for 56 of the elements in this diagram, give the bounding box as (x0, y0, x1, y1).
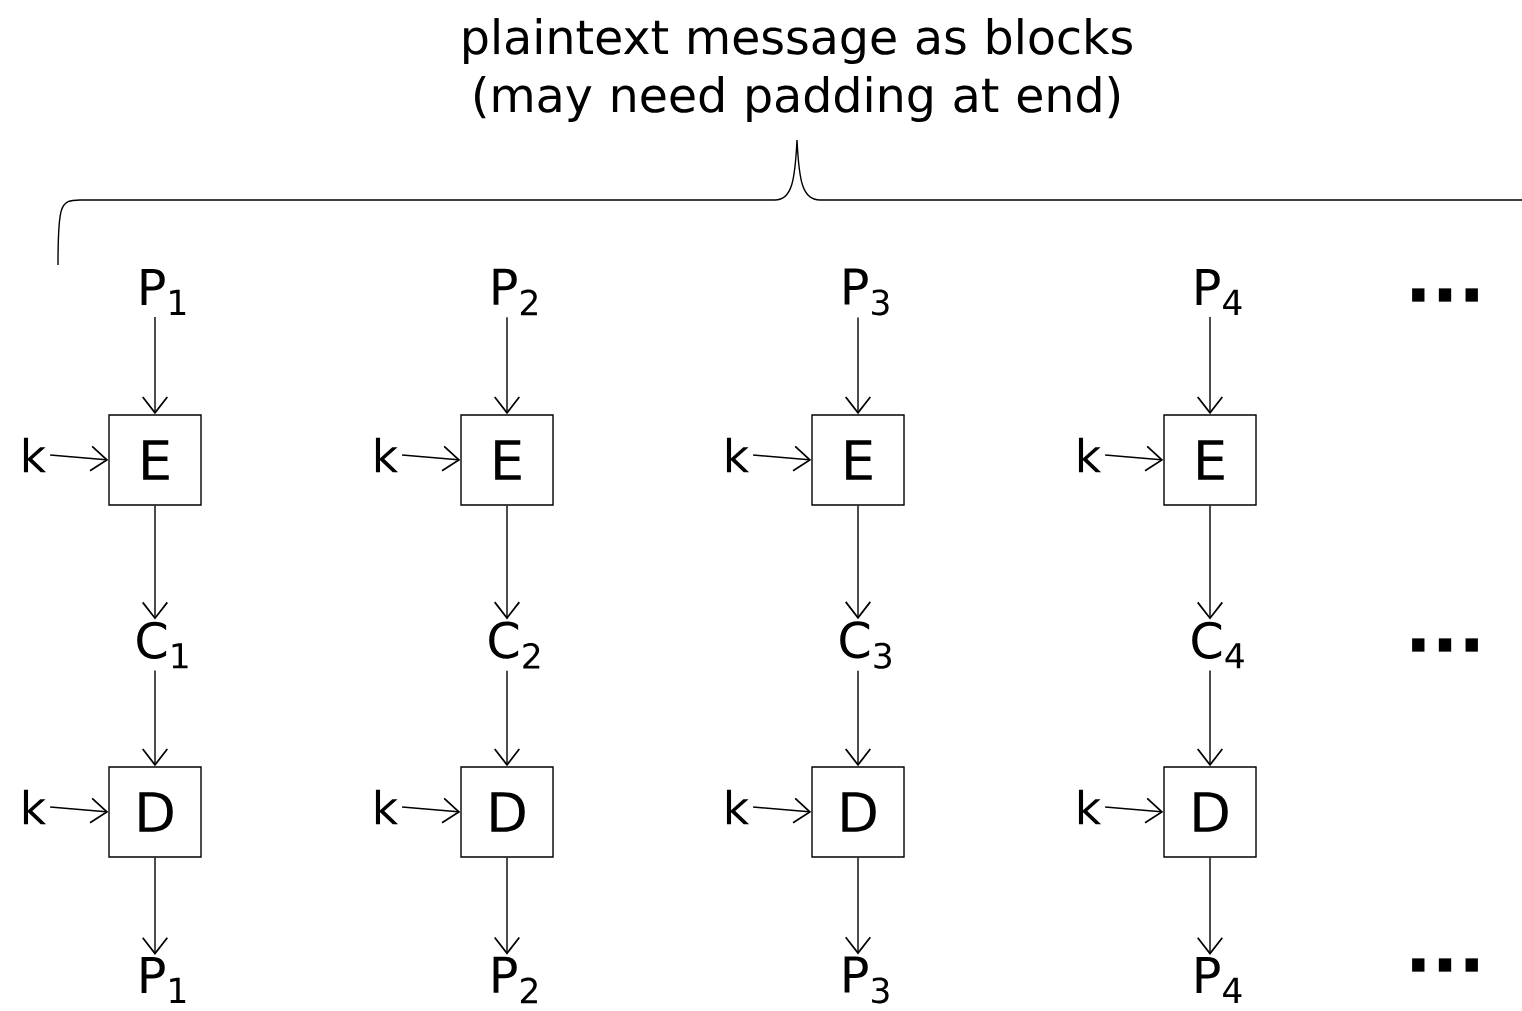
ellipsis: ... (1412, 958, 1478, 972)
block-symbol: P$_{1}$ (141, 269, 186, 315)
cipher-box: E (460, 414, 554, 506)
cipher-box: E (1163, 414, 1257, 506)
block-symbol: P$_{2}$ (493, 268, 537, 316)
arrow (1104, 797, 1164, 824)
cipher-box: D (460, 766, 554, 858)
arrow (752, 445, 812, 472)
cipher-box: D (1163, 766, 1257, 858)
arrow (141, 857, 169, 955)
block-symbol: P$_{2}$ (493, 956, 537, 1004)
cipher-box: E (108, 414, 202, 506)
block-symbol: P$_{3}$ (844, 956, 889, 1004)
arrow (1104, 445, 1164, 472)
arrow (493, 669, 521, 767)
arrow (844, 505, 872, 620)
block-symbol: P$_{4}$ (1196, 269, 1242, 315)
cipher-box: D (108, 766, 202, 858)
key-label: k (23, 789, 47, 825)
arrow (141, 316, 169, 415)
cipher-box: E (811, 414, 905, 506)
cipher-box: D (811, 766, 905, 858)
title: plaintext message as blocks (may need padding at end) (464, 18, 1132, 122)
arrow (493, 316, 521, 415)
block-symbol: C$_{2}$ (489, 621, 540, 669)
ellipsis: ... (1412, 638, 1478, 652)
arrow (1196, 857, 1224, 955)
key-label: k (726, 437, 750, 473)
arrow (844, 316, 872, 415)
arrow (1196, 669, 1224, 767)
ellipsis: ... (1412, 288, 1478, 302)
block-symbol: P$_{4}$ (1196, 957, 1242, 1003)
block-symbol: P$_{1}$ (141, 957, 186, 1003)
arrow (49, 445, 109, 472)
arrow (1196, 316, 1224, 415)
key-label: k (375, 789, 399, 825)
key-label: k (23, 437, 47, 473)
block-symbol: C$_{1}$ (137, 621, 188, 669)
key-label: k (1078, 437, 1102, 473)
key-label: k (1078, 789, 1102, 825)
arrow (141, 505, 169, 620)
arrow (844, 857, 872, 955)
block-symbol: C$_{4}$ (1192, 621, 1244, 669)
key-label: k (726, 789, 750, 825)
key-label: k (375, 437, 399, 473)
arrow (493, 857, 521, 955)
arrow (401, 797, 461, 824)
arrow (752, 797, 812, 824)
block-symbol: P$_{3}$ (844, 268, 889, 316)
arrow (401, 445, 461, 472)
arrow (49, 797, 109, 824)
arrow (1196, 505, 1224, 620)
block-symbol: C$_{3}$ (840, 621, 891, 669)
arrow (493, 505, 521, 620)
arrow (844, 670, 872, 767)
arrow (141, 669, 169, 767)
